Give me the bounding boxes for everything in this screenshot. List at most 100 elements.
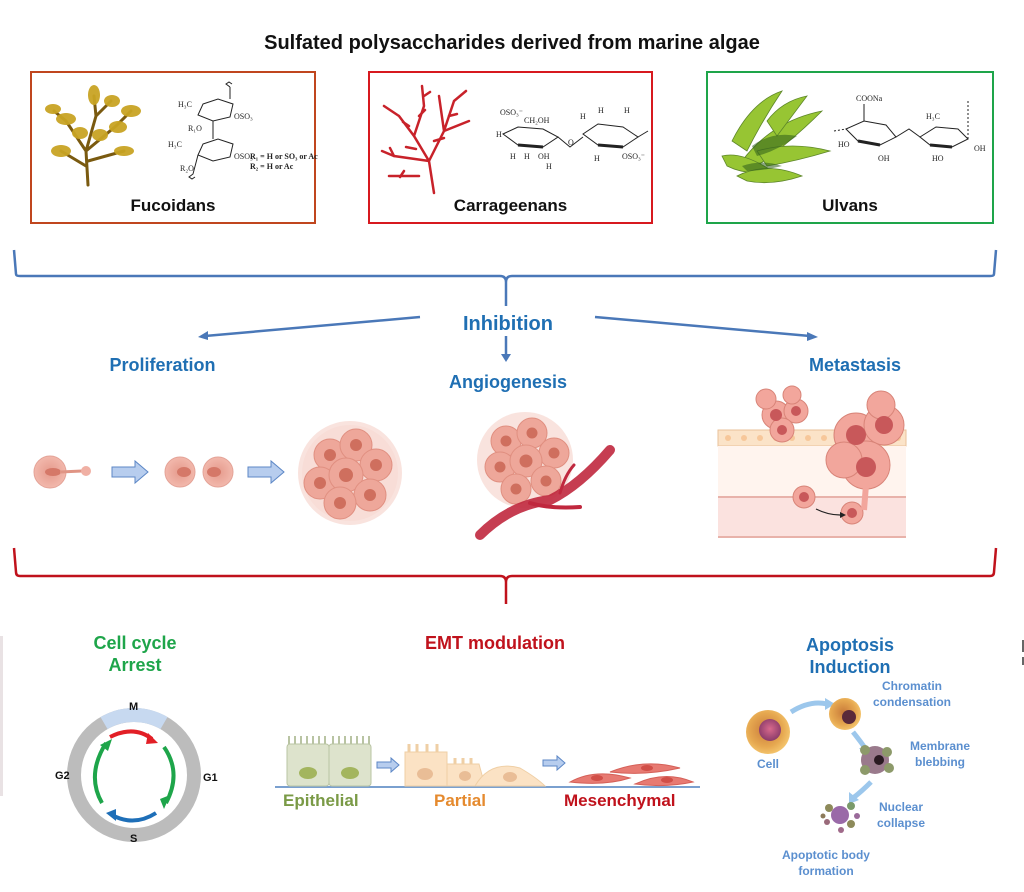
- chem-group: H₃C: [168, 140, 182, 149]
- arrowhead-icon: [501, 354, 511, 362]
- apoptosis-illustration: [746, 698, 894, 833]
- step-label-line: Nuclear: [878, 800, 924, 814]
- target-metastasis: Metastasis: [808, 355, 902, 375]
- chem-group: COONa: [856, 94, 883, 103]
- chem-group: H: [580, 112, 586, 121]
- chem-group: CH₂OH: [524, 116, 550, 125]
- chem-group: H: [546, 162, 552, 171]
- connector-diagram-bottom: [12, 547, 998, 604]
- step-arrow-icon: [851, 780, 873, 800]
- migration-arrow-icon: [815, 508, 841, 516]
- edge-fragment-right: [1022, 657, 1024, 665]
- top-bracket: [12, 249, 998, 283]
- edge-fragment-right: [1022, 640, 1024, 652]
- green-arrow-icon: [92, 741, 108, 804]
- chem-group: O: [568, 138, 574, 147]
- fucoidan-structure: H₃C OSO₃ R₁O H₃C OSO₃ R₂O R₁ = H or SO₃ …: [168, 81, 318, 180]
- chem-group: OH: [538, 152, 550, 161]
- step-label-cell: Cell: [756, 757, 779, 771]
- cell-cycle-title: Cell cycle Arrest: [60, 632, 210, 676]
- step-arrow-icon: [789, 700, 828, 715]
- process-arrow-icon: [376, 756, 400, 774]
- target-angiogenesis: Angiogenesis: [448, 372, 568, 392]
- source-box-ulvans: COONa H₃C HO OH HO OH Ulvans: [706, 71, 994, 224]
- arrow-to-proliferation: [204, 315, 421, 338]
- phase-label-s: S: [130, 833, 137, 845]
- single-cell-icon: [33, 455, 91, 489]
- tumor-cluster-icon: [298, 421, 402, 525]
- chem-group: OH: [878, 154, 890, 163]
- cell-cycle-title-line2: Arrest: [108, 655, 162, 675]
- apoptotic-body-icon: [820, 802, 860, 833]
- angiogenesis-illustration: [475, 412, 615, 540]
- partial-cells-icon: [404, 744, 547, 787]
- chem-group: HO: [932, 154, 944, 163]
- step-label-line: blebbing: [915, 755, 965, 769]
- chem-group: HO: [838, 140, 850, 149]
- phase-label-g2: G2: [55, 770, 70, 782]
- ulvan-structure: COONa H₃C HO OH HO OH: [833, 94, 986, 163]
- cell-cycle-diagram: M G1 S G2: [55, 701, 218, 845]
- blood-vessel-icon: [475, 445, 615, 540]
- chem-group: H: [524, 152, 530, 161]
- chem-group: OSO₃: [234, 152, 253, 161]
- emt-title: EMT modulation: [425, 633, 565, 653]
- phase-label-g1: G1: [203, 772, 218, 784]
- r-group-note: R₂ = H or Ac: [250, 162, 294, 171]
- source-box-carrageenans: OSO₃⁻ CH₂OH H H H OH H O H H H OSO₃⁻ H C…: [368, 71, 653, 224]
- m-phase-segment: [100, 707, 168, 730]
- dividing-cell-icon: [164, 456, 234, 488]
- arrowhead-icon: [807, 332, 818, 341]
- chem-group: R₂O: [180, 164, 194, 173]
- chem-group: H: [510, 152, 516, 161]
- chem-group: R₁O: [188, 124, 202, 133]
- carrageenan-structure: OSO₃⁻ CH₂OH H H H OH H O H H H OSO₃⁻ H: [496, 106, 649, 171]
- condensed-cell-icon: [829, 698, 861, 730]
- emt-stage-epithelial: Epithelial: [283, 791, 359, 810]
- phase-label-m: M: [129, 701, 138, 713]
- red-arrow-icon: [109, 729, 154, 741]
- blebbing-cell-icon: [860, 745, 894, 775]
- healthy-cell-icon: [746, 710, 790, 754]
- epithelial-cells-icon: [286, 736, 372, 787]
- target-proliferation: Proliferation: [109, 355, 216, 375]
- chem-group: OSO₃⁻: [622, 152, 645, 161]
- chem-group: OSO₃: [234, 112, 253, 121]
- source-label: Fucoidans: [130, 196, 216, 215]
- step-label-membrane: Membrane blebbing: [900, 738, 980, 770]
- step-label-line: collapse: [876, 816, 926, 830]
- apoptosis-title-line1: Apoptosis: [806, 635, 894, 655]
- step-label-line: Apoptotic body: [782, 848, 870, 862]
- apoptosis-title-line2: Induction: [809, 657, 891, 677]
- step-label-apoptotic-body: Apoptotic body formation: [766, 847, 886, 879]
- green-seaweed-icon: [721, 90, 832, 184]
- blue-arrow-icon: [111, 811, 158, 823]
- chem-group: H: [594, 154, 600, 163]
- figure-title: Sulfated polysaccharides derived from ma…: [264, 32, 760, 54]
- inhibition-label: Inhibition: [463, 313, 553, 335]
- step-label-line: Chromatin: [882, 679, 942, 693]
- step-label-line: condensation: [872, 695, 951, 709]
- arrow-to-metastasis: [594, 315, 811, 338]
- step-label-chromatin: Chromatin condensation: [862, 678, 962, 710]
- step-label-line: formation: [798, 864, 854, 878]
- proliferation-illustration: [33, 425, 398, 521]
- cell-cycle-title-line1: Cell cycle: [93, 633, 177, 653]
- connector-diagram-top: [12, 249, 998, 362]
- green-arrow-icon: [162, 745, 176, 804]
- emt-stage-mesenchymal: Mesenchymal: [564, 791, 676, 810]
- step-label-nuclear: Nuclear collapse: [866, 799, 936, 831]
- chem-group: H₃C: [178, 100, 192, 109]
- chem-group: H: [598, 106, 604, 115]
- process-arrow-icon: [247, 459, 285, 485]
- chem-group: OSO₃⁻: [500, 108, 523, 117]
- mesenchymal-cells-icon: [568, 763, 695, 787]
- red-seaweed-icon: [380, 84, 471, 195]
- process-arrow-icon: [542, 754, 566, 772]
- r-group-note: R₁ = H or SO₃ or Ac: [250, 152, 318, 161]
- emt-illustration: [275, 736, 700, 788]
- source-box-fucoidans: H₃C OSO₃ R₁O H₃C OSO₃ R₂O R₁ = H or SO₃ …: [30, 71, 318, 224]
- chem-group: OH: [974, 144, 986, 153]
- edge-fragment-left: [0, 636, 3, 796]
- arrowhead-icon: [198, 331, 208, 340]
